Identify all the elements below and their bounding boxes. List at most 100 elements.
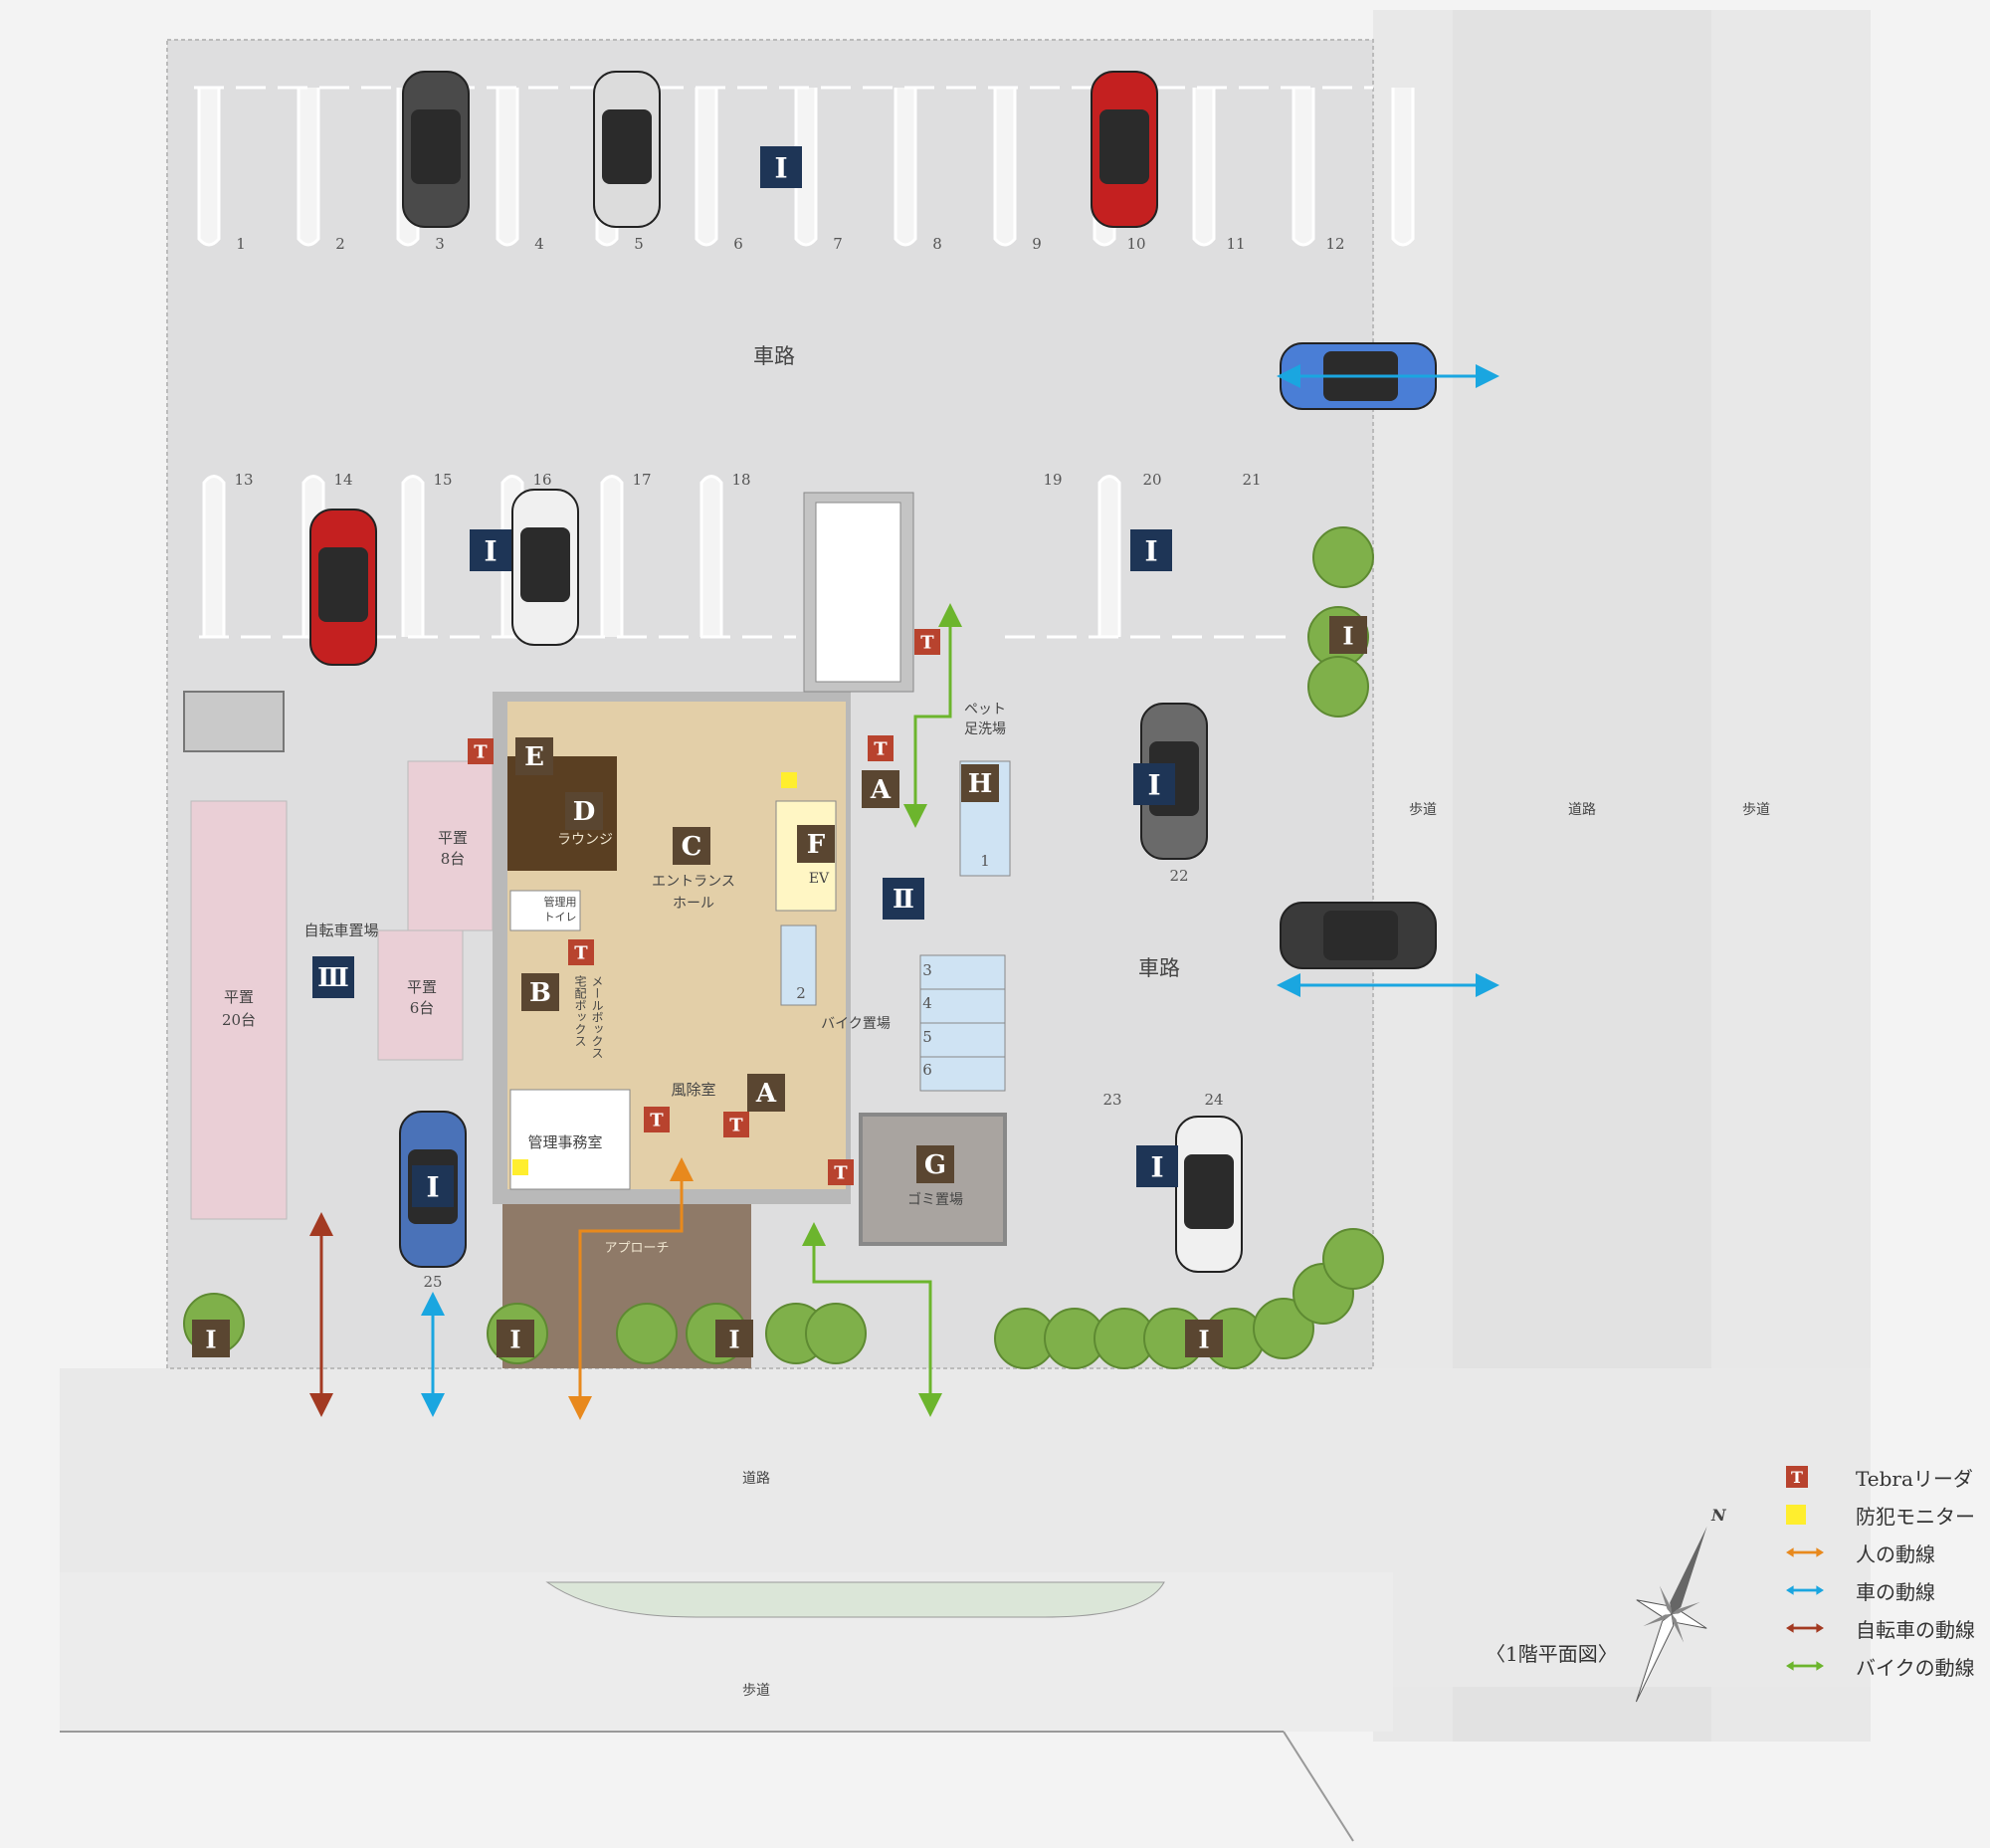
badge-label: D [573,797,596,827]
pet-wash-line1: ペット [964,702,1006,718]
badge-label: Ⅰ [509,1326,520,1354]
toilet-line2: トイレ [544,911,577,924]
zone-i-badge: Ⅰ [1130,529,1172,571]
badge-label: Ⅰ [426,1171,439,1204]
stall-divider [993,88,1017,247]
badge-bg [497,1320,534,1357]
tebra-reader-icon: T [914,629,940,655]
badge-bg [1133,763,1175,805]
car-icon [511,489,579,646]
stall-divider [401,475,425,637]
parking-number: 25 [423,1273,442,1291]
car-roof [411,109,461,184]
stall-divider [197,88,221,247]
sidewalk-east2-label: 歩道 [1742,802,1770,818]
parking-number: 1 [236,235,246,253]
zone-i-badge: Ⅰ [1133,763,1175,805]
ev-label: EV [809,871,830,887]
parking-number: 6 [733,235,743,253]
badge-bg [565,792,603,830]
badge-bg [797,825,835,863]
hall-line1: エントランス [652,874,735,890]
badge-label: T [874,739,888,760]
badge-label: T [574,943,588,964]
flat6-line2: 6台 [410,999,435,1017]
car-icon [593,71,661,228]
landscape-i-badge: Ⅰ [1185,1320,1223,1357]
legend-row-car: 車の動線 [1786,1571,1990,1609]
badge-bg [914,629,940,655]
windbreak-label: 風除室 [671,1081,715,1099]
parking-number: 22 [1169,867,1188,885]
zone-i-badge: Ⅰ [760,146,802,188]
parking-number: 23 [1102,1091,1121,1109]
bike-route-south [802,1222,942,1417]
badge-bg [1130,529,1172,571]
badge-bg [715,1320,753,1357]
security-monitor-icon [1786,1505,1806,1525]
stall-divider [1292,88,1315,247]
zone-ii-badge: Ⅱ [883,878,924,920]
stall-divider [1192,88,1216,247]
car-icon [402,71,470,228]
facility-B-badge: B [521,973,559,1011]
parking-number: 3 [435,235,445,253]
bike-slot [919,954,1006,990]
parking-number: 15 [433,471,452,489]
stall-divider [1391,88,1415,247]
parking-number: 2 [335,235,345,253]
facility-E-badge: E [515,737,553,775]
hatched-block [183,691,285,752]
facility-G-badge: G [916,1145,954,1183]
monitor-ev [781,772,797,788]
car-roof [520,527,570,602]
badge-label: Ⅰ [1144,535,1157,568]
tebra-reader-icon: T [828,1159,854,1185]
badge-label: Ⅲ [317,963,349,993]
stall-divider [600,475,624,637]
legend-row-tebra: T Tebraリーダ [1786,1458,1990,1496]
person-route-arrow-icon [1786,1547,1824,1557]
facility-C-badge: C [673,827,710,865]
badge-label: Ⅰ [1147,769,1160,802]
bicycle-route-arrow-icon [1786,1623,1824,1633]
mgmt-toilet [509,890,581,931]
office-label: 管理事務室 [527,1133,602,1151]
facility-A-badge: A [747,1074,785,1112]
facility-A-badge: A [862,770,899,808]
badge-bg [1185,1320,1223,1357]
legend: T Tebraリーダ 防犯モニター 人の動線 車の動線 自転車の動線 バイクの動… [1786,1458,1990,1685]
tree-icon [1253,1298,1314,1359]
parking-number: 18 [731,471,750,489]
flat20-line1: 平置 [224,988,254,1006]
tebra-reader-icon: T [568,939,594,965]
legend-text: 自転車の動線 [1856,1617,1975,1642]
legend-row-bike: バイクの動線 [1786,1647,1990,1685]
badge-label: H [968,769,993,799]
parking-number: 9 [1032,235,1042,253]
badge-bg [192,1320,230,1357]
parking-number: 24 [1204,1091,1223,1109]
legend-row-bicycle: 自転車の動線 [1786,1609,1990,1647]
badge-label: T [729,1116,743,1136]
badge-bg [312,956,354,998]
parking-number: 5 [634,235,644,253]
zone-i-badge: Ⅰ [470,529,511,571]
legend-text: 人の動線 [1856,1541,1935,1566]
stall-divider [699,475,723,637]
stair-inner [815,502,901,683]
flat6-line1: 平置 [407,978,437,996]
bike-slot [919,1022,1006,1058]
parking-number: 21 [1242,471,1261,489]
badge-bg [470,529,511,571]
badge-label: Ⅰ [1150,1151,1163,1184]
plan-caption: 〈1階平面図〉 [1486,1642,1618,1666]
hall-line2: ホール [673,896,714,912]
badge-label: Ⅰ [484,535,497,568]
badge-label: G [924,1150,946,1180]
badge-label: Ⅱ [893,885,914,915]
landscape-i-badge: Ⅰ [715,1320,753,1357]
road-label-right: 車路 [1138,956,1180,980]
tree-icon [1312,526,1374,588]
zone-i-badge: Ⅰ [1136,1145,1178,1187]
